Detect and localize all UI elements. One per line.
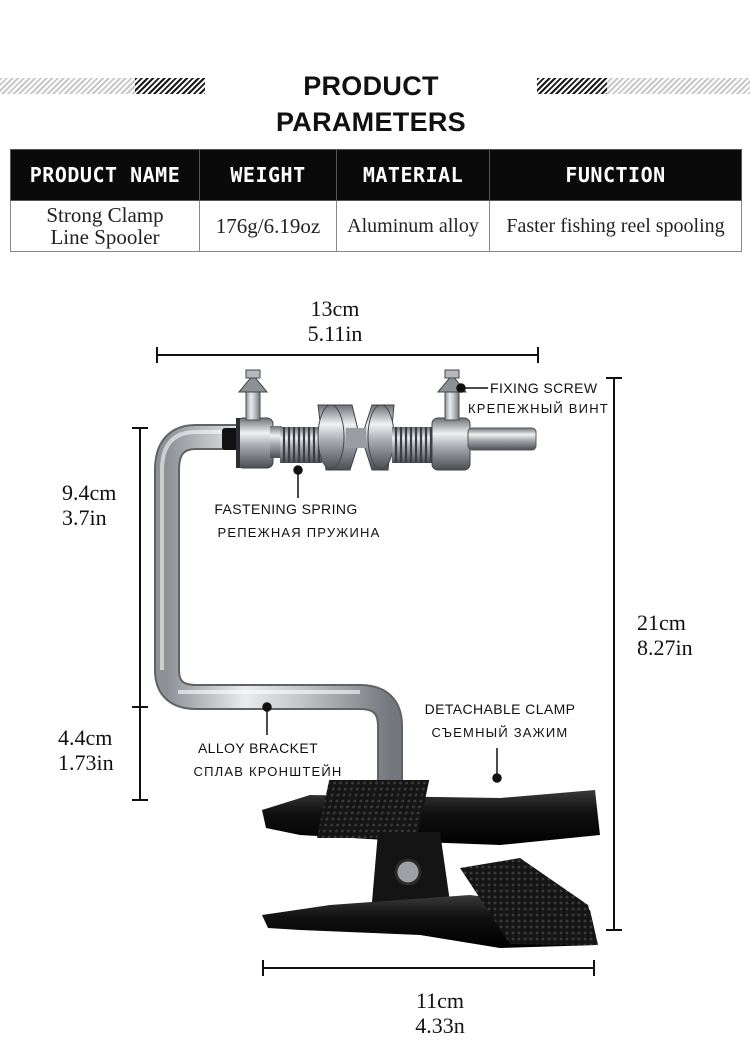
- fastening-spring: [280, 427, 322, 463]
- dimension-lower-height-cm: 4.4cm: [58, 725, 113, 750]
- callout-fastening-spring-en: FASTENING SPRING: [214, 501, 358, 517]
- cell-product-name: Strong Clamp Line Spooler: [10, 200, 200, 252]
- parameters-table: PRODUCT NAME WEIGHT MATERIAL FUNCTION St…: [10, 149, 742, 252]
- callout-detachable-clamp: DETACHABLE CLAMP СЪЕМНЫЙ ЗАЖИМ: [420, 698, 580, 744]
- dimension-upper-height-cm: 9.4cm: [62, 480, 117, 505]
- spool-shaft: [222, 404, 537, 471]
- dimension-bottom-width: 11cm 4.33n: [405, 988, 475, 1038]
- callout-detachable-clamp-ru: СЪЕМНЫЙ ЗАЖИМ: [431, 725, 569, 740]
- dimension-top-width: 13cm 5.11in: [300, 296, 370, 346]
- callout-fastening-spring-ru: РЕПЕЖНАЯ ПРУЖИНА: [217, 525, 381, 540]
- heading-stripes-right: [537, 78, 750, 94]
- detachable-clamp: [262, 780, 600, 948]
- column-header-function: FUNCTION: [489, 149, 742, 201]
- alloy-bracket: [154, 424, 403, 800]
- column-header-weight: WEIGHT: [199, 149, 337, 201]
- dimension-total-height: 21cm 8.27in: [637, 610, 693, 660]
- fixing-screw-right: [436, 369, 468, 421]
- dimension-top-width-cm: 13cm: [310, 296, 360, 321]
- cell-material: Aluminum alloy: [336, 200, 490, 252]
- callout-fixing-screw-ru: КРЕПЕЖНЫЙ ВИНТ: [468, 401, 609, 416]
- product-name-line-2: Line Spooler: [50, 225, 160, 249]
- callout-fixing-screw-ru-wrap: КРЕПЕЖНЫЙ ВИНТ: [468, 397, 609, 420]
- callout-alloy-bracket-en: ALLOY BRACKET: [197, 740, 319, 756]
- dimension-lines: [132, 347, 622, 976]
- column-header-material: MATERIAL: [336, 149, 490, 201]
- page-title: PRODUCT PARAMETERS: [275, 71, 466, 137]
- callout-alloy-bracket: ALLOY BRACKET СПЛАВ КРОНШТЕЙН: [183, 737, 353, 783]
- dimension-total-height-in: 8.27in: [637, 635, 693, 660]
- callout-fixing-screw: FIXING SCREW: [490, 377, 597, 400]
- table-header-row: PRODUCT NAME WEIGHT MATERIAL FUNCTION: [10, 149, 742, 201]
- dimension-upper-height: 9.4cm 3.7in: [62, 480, 116, 530]
- dimension-total-height-cm: 21cm: [637, 610, 686, 635]
- cell-function: Faster fishing reel spooling: [489, 200, 742, 252]
- callout-pointers: [262, 383, 502, 783]
- table-row: Strong Clamp Line Spooler 176g/6.19oz Al…: [10, 200, 742, 252]
- dimension-upper-height-in: 3.7in: [62, 505, 107, 530]
- dimension-lower-height: 4.4cm 1.73in: [58, 725, 114, 775]
- callout-fixing-screw-en: FIXING SCREW: [490, 380, 598, 396]
- dimension-lower-height-in: 1.73in: [58, 750, 114, 775]
- section-heading: PRODUCT PARAMETERS: [0, 68, 750, 137]
- heading-stripes-left: [0, 78, 205, 94]
- fixing-screw-left: [237, 369, 269, 421]
- callout-alloy-bracket-ru: СПЛАВ КРОНШТЕЙН: [193, 764, 343, 779]
- product-name-line-1: Strong Clamp: [46, 203, 164, 227]
- cell-weight: 176g/6.19oz: [199, 200, 337, 252]
- column-header-product-name: PRODUCT NAME: [10, 149, 200, 201]
- dimension-top-width-in: 5.11in: [307, 321, 363, 346]
- callout-detachable-clamp-en: DETACHABLE CLAMP: [424, 701, 576, 717]
- dimension-bottom-width-in: 4.33n: [415, 1013, 465, 1038]
- dimension-bottom-width-cm: 11cm: [415, 988, 465, 1013]
- callout-fastening-spring: FASTENING SPRING РЕПЕЖНАЯ ПРУЖИНА: [206, 498, 392, 544]
